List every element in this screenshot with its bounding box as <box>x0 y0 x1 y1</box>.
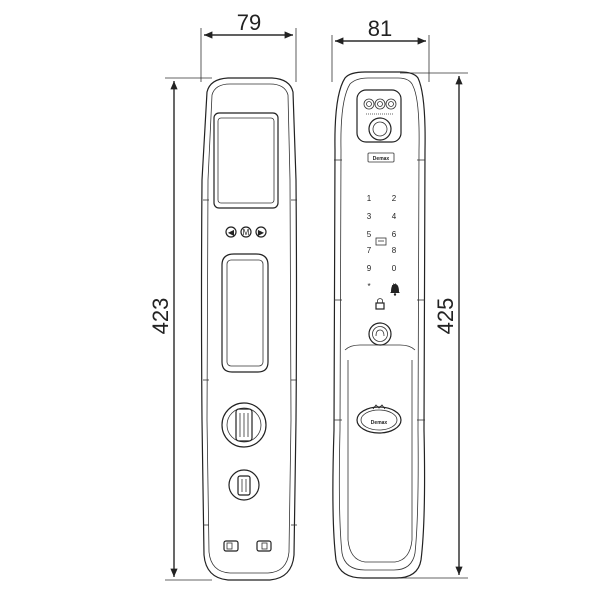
svg-text:Demax: Demax <box>371 420 388 426</box>
left-button[interactable] <box>225 226 237 238</box>
inside-handle[interactable] <box>221 253 269 373</box>
key-9[interactable]: 9 <box>367 264 372 273</box>
svg-text:Demax: Demax <box>373 156 390 162</box>
key-0[interactable]: 0 <box>392 264 397 273</box>
key-4[interactable]: 4 <box>392 212 397 221</box>
fingerprint-sensor[interactable] <box>368 322 392 346</box>
menu-button[interactable] <box>240 226 252 238</box>
svg-text:▶: ▶ <box>258 228 265 237</box>
svg-text:◀: ◀ <box>228 228 235 237</box>
key-7[interactable]: 7 <box>367 246 372 255</box>
thumb-turn[interactable] <box>221 402 267 448</box>
back-width-dimension: 79 <box>200 10 297 82</box>
back-height-label: 423 <box>148 298 173 335</box>
key-star[interactable]: * <box>367 282 370 291</box>
back-height-dimension: 423 <box>148 77 212 581</box>
sensor-icon <box>385 98 397 110</box>
brand-label: Demax <box>367 152 395 163</box>
front-width-label: 81 <box>368 16 392 41</box>
bottom-switch-left[interactable] <box>223 540 239 552</box>
key-2[interactable]: 2 <box>392 194 397 203</box>
key-1[interactable]: 1 <box>367 194 372 203</box>
back-panel: ◀ M ▶ <box>200 77 298 581</box>
key-8[interactable]: 8 <box>392 246 397 255</box>
svg-text:M: M <box>243 228 250 237</box>
keypad[interactable]: 1 2 3 4 5 6 7 8 9 0 * # <box>367 194 400 310</box>
card-reader-icon <box>375 237 387 246</box>
front-height-dimension: 425 <box>400 72 468 579</box>
camera-lens-icon <box>374 98 386 110</box>
right-button[interactable] <box>255 226 267 238</box>
back-buttons: ◀ M ▶ <box>225 226 267 238</box>
bottom-switch-right[interactable] <box>256 540 272 552</box>
key-3[interactable]: 3 <box>367 212 372 221</box>
front-width-dimension: 81 <box>331 16 430 82</box>
bell-icon[interactable] <box>390 284 400 296</box>
battery-switch[interactable] <box>228 469 260 501</box>
front-panel: Demax 1 2 3 4 5 6 7 8 9 0 * # <box>332 71 426 579</box>
sensor-icon <box>363 98 375 110</box>
face-recognition-lens <box>368 117 392 141</box>
back-width-label: 79 <box>237 10 261 35</box>
lock-icon <box>375 298 385 310</box>
camera-module <box>356 89 402 143</box>
key-6[interactable]: 6 <box>392 230 397 239</box>
key-5[interactable]: 5 <box>367 230 372 239</box>
front-height-label: 425 <box>433 298 458 335</box>
display-screen <box>213 112 279 209</box>
brand-logo: Demax <box>356 404 402 434</box>
